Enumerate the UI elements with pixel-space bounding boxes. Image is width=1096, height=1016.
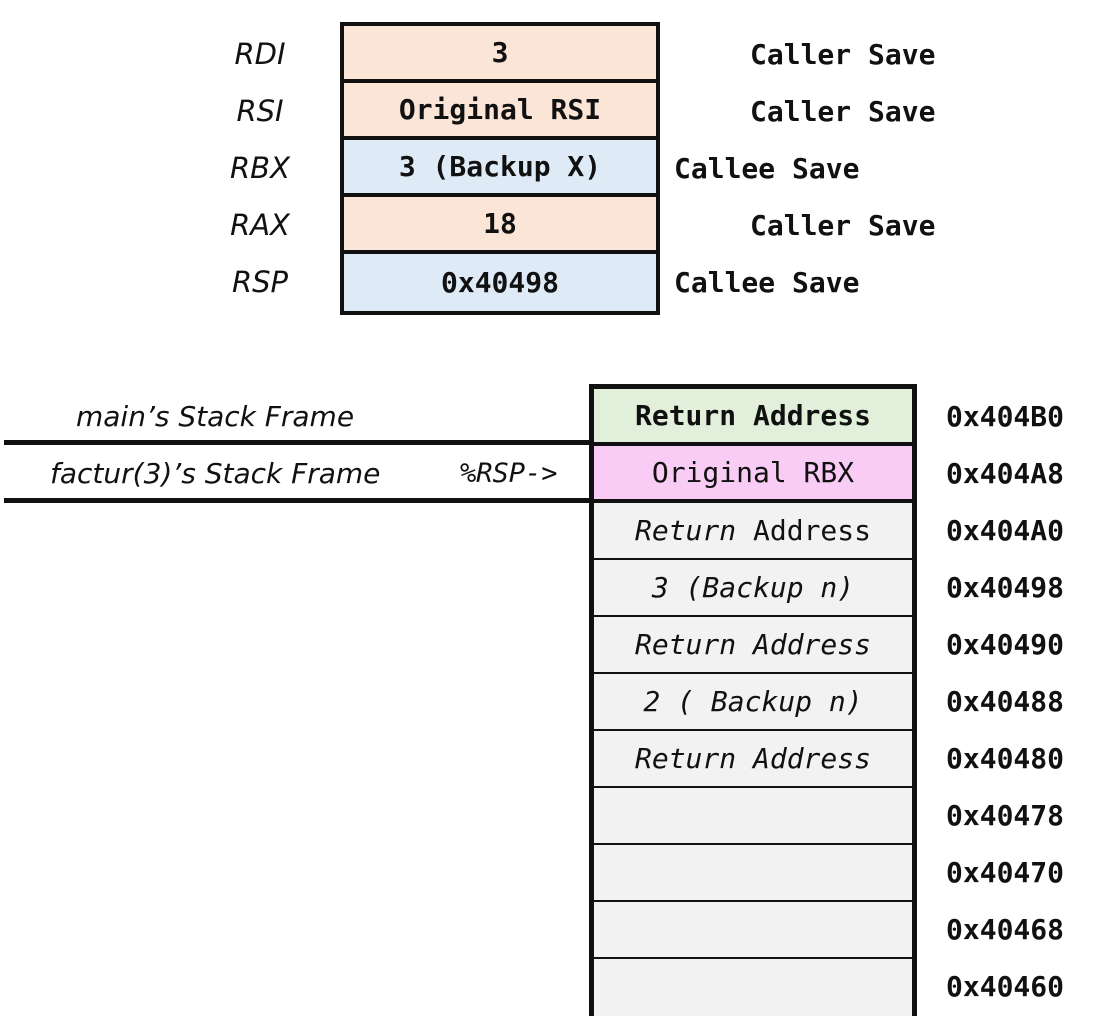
stack-slot-return-address-3: Return Address — [594, 731, 912, 788]
address-label: 0x404A0 — [946, 514, 1065, 547]
save-label-rdi: Caller Save — [750, 38, 936, 71]
stack-slot-original-rbx: Original RBX — [594, 446, 912, 503]
factur-stack-frame-label: factur(3)’s Stack Frame — [50, 457, 381, 490]
address-label: 0x40498 — [946, 571, 1065, 604]
save-label-rbx: Callee Save — [674, 152, 860, 185]
address-label: 0x40470 — [946, 856, 1065, 889]
register-name-rax: RAX — [230, 208, 290, 242]
register-value-rax: 18 — [344, 197, 656, 254]
register-name-rsp: RSP — [231, 265, 289, 299]
address-label: 0x40488 — [946, 685, 1065, 718]
stack-slot-backup-n-3: 3 (Backup n) — [594, 560, 912, 617]
stack-slot-return-address-1: Return Address — [594, 503, 912, 560]
frame-divider-top — [4, 440, 592, 445]
save-label-rsi: Caller Save — [750, 95, 936, 128]
register-value-rbx: 3 (Backup X) — [344, 140, 656, 197]
stack-slot-return-address-2: Return Address — [594, 617, 912, 674]
stack-slot-empty-1 — [594, 788, 912, 845]
register-value-rdi: 3 — [344, 26, 656, 83]
stack-slot-address-word: Address — [736, 514, 871, 547]
stack-slot-return-address-main: Return Address — [594, 389, 912, 446]
address-label: 0x404A8 — [946, 457, 1065, 490]
save-label-rax: Caller Save — [750, 209, 936, 242]
rsp-pointer-arrow: %RSP-> — [460, 458, 558, 489]
address-label: 0x40480 — [946, 742, 1065, 775]
register-name-rbx: RBX — [230, 151, 290, 185]
register-name-rdi: RDI — [234, 37, 286, 71]
save-label-rsp: Callee Save — [674, 266, 860, 299]
address-label: 0x40478 — [946, 799, 1065, 832]
register-file: 3 Original RSI 3 (Backup X) 18 0x40498 — [340, 22, 660, 315]
address-label: 0x40468 — [946, 913, 1065, 946]
register-value-rsp: 0x40498 — [344, 254, 656, 311]
frame-divider-bottom — [4, 498, 592, 503]
stack: Return Address Original RBX Return Addre… — [589, 384, 917, 1016]
register-name-rsi: RSI — [236, 94, 284, 128]
stack-slot-empty-4 — [594, 959, 912, 1016]
stack-slot-empty-2 — [594, 845, 912, 902]
address-label: 0x404B0 — [946, 400, 1065, 433]
main-stack-frame-label: main’s Stack Frame — [76, 400, 355, 433]
stack-slot-return-word: Return — [634, 514, 737, 547]
register-value-rsi: Original RSI — [344, 83, 656, 140]
address-label: 0x40490 — [946, 628, 1065, 661]
address-label: 0x40460 — [946, 970, 1065, 1003]
stack-slot-backup-n-2: 2 ( Backup n) — [594, 674, 912, 731]
stack-slot-empty-3 — [594, 902, 912, 959]
